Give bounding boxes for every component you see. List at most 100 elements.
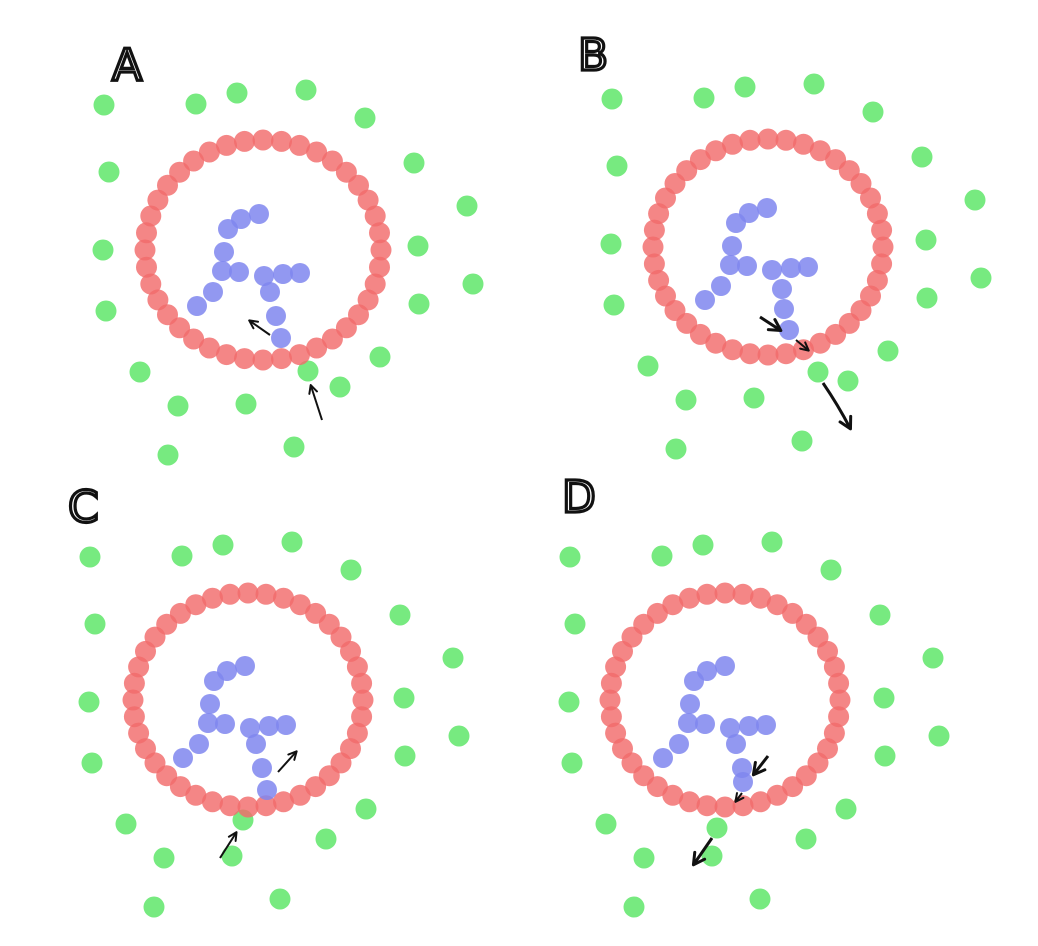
membrane-particle-d-17 [766,784,788,806]
outside-particle-a-10 [462,273,484,295]
outside-particle-d-16 [633,847,655,869]
membrane-particle-d-31 [600,672,622,694]
membrane-particle-d-16 [782,776,804,798]
inside-particle-c-7 [173,748,193,768]
arrow-outer-out-d [691,837,714,867]
membrane-particle-c-10 [352,689,374,711]
membrane-particle-b-11 [871,253,893,275]
membrane-particle-c-28 [128,722,150,744]
outside-particle-d-5 [564,613,586,635]
inside-particle-c-9 [259,716,279,736]
outside-particle-d-9 [873,687,895,709]
membrane-particle-a-24 [183,328,205,350]
inside-chains-b [695,198,818,340]
membrane-particle-c-9 [351,672,373,694]
arrow-inner-d [751,755,770,777]
membrane-particle-b-17 [809,332,831,354]
inside-particle-a-7 [187,296,207,316]
membrane-particle-d-38 [679,587,700,609]
inside-particle-c-13 [257,780,277,800]
inside-particle-b-12 [774,299,794,319]
outside-particle-d-10 [928,725,950,747]
membrane-particle-c-16 [305,776,327,798]
membrane-particle-d-10 [829,689,851,711]
membrane-particle-a-38 [216,134,237,156]
outside-particle-b-14 [637,355,659,377]
membrane-particle-b-36 [689,149,711,171]
arrows-d [691,755,770,867]
inside-particle-b-3 [722,236,742,256]
membrane-particle-c-18 [273,791,294,813]
outside-particle-a-16 [167,395,189,417]
membrane-particle-b-29 [643,253,665,275]
outside-particle-c-8 [78,691,100,713]
membrane-particle-a-36 [183,150,205,172]
outside-particle-c-5 [84,613,106,635]
outside-particle-c-10 [448,725,470,747]
outside-particle-c-7 [442,647,464,669]
outside-particle-d-6 [869,604,891,626]
inside-particle-b-7 [695,290,715,310]
inside-particle-d-2 [684,671,704,691]
outside-particle-d-19 [749,888,771,910]
inside-particle-d-3 [680,694,700,714]
membrane-particle-c-23 [185,784,207,806]
membrane-particle-a-28 [140,273,162,295]
outside-particle-a-20 [297,360,319,382]
membrane-particle-c-2 [273,587,294,609]
inside-particle-c-5 [215,714,235,734]
arrows-a [248,319,323,421]
outside-particle-b-12 [916,287,938,309]
outside-particle-c-14 [115,813,137,835]
arrow-inner-c [277,750,298,773]
outside-particles-a [92,79,484,466]
membrane-a [134,129,392,371]
inside-particle-c-10 [276,715,296,735]
outside-particle-d-4 [820,559,842,581]
membrane-particle-a-22 [216,344,237,366]
membrane-particle-b-20 [757,344,779,366]
outside-particle-c-13 [355,798,377,820]
outside-particle-b-0 [601,88,623,110]
membrane-particle-c-17 [289,784,311,806]
outside-particle-b-13 [877,340,899,362]
membrane-particle-c-0 [237,582,259,604]
outside-particle-a-12 [408,293,430,315]
arrows-b [759,315,853,431]
inside-particle-d-4 [678,713,698,733]
inside-particle-a-4 [212,261,232,281]
arrow-small-out-b [795,339,810,352]
outside-particles-d [558,531,950,918]
inside-particle-d-13 [733,772,753,792]
outside-particle-d-3 [761,531,783,553]
outside-particle-b-16 [675,389,697,411]
outside-particle-d-17 [701,845,723,867]
inside-particle-a-8 [254,266,274,286]
inside-particle-d-9 [739,716,759,736]
outside-particle-d-1 [651,545,673,567]
membrane-particle-a-3 [306,141,328,163]
outside-particle-b-1 [693,87,715,109]
inside-particle-d-0 [715,656,735,676]
membrane-particle-d-3 [766,594,788,616]
inside-particle-b-2 [726,213,746,233]
membrane-particle-a-9 [369,222,390,244]
membrane-particle-b-31 [643,219,665,241]
inside-particle-a-12 [266,306,286,326]
membrane-particle-a-17 [306,337,328,359]
arrow-outer-in-a [308,384,323,421]
membrane-particle-d-2 [750,587,771,609]
inside-particle-c-4 [198,713,218,733]
membrane-particle-d-11 [828,706,850,728]
inside-particle-a-5 [229,262,249,282]
outside-particle-d-15 [795,828,817,850]
outside-particle-c-12 [394,745,416,767]
membrane-particle-b-18 [793,339,814,361]
membrane-particle-b-30 [642,236,664,258]
outside-particle-d-2 [692,534,714,556]
membrane-particle-c-22 [202,791,223,813]
membrane-particle-c-39 [219,583,241,605]
membrane-particle-c-19 [255,795,277,817]
membrane-particle-c-37 [185,594,207,616]
